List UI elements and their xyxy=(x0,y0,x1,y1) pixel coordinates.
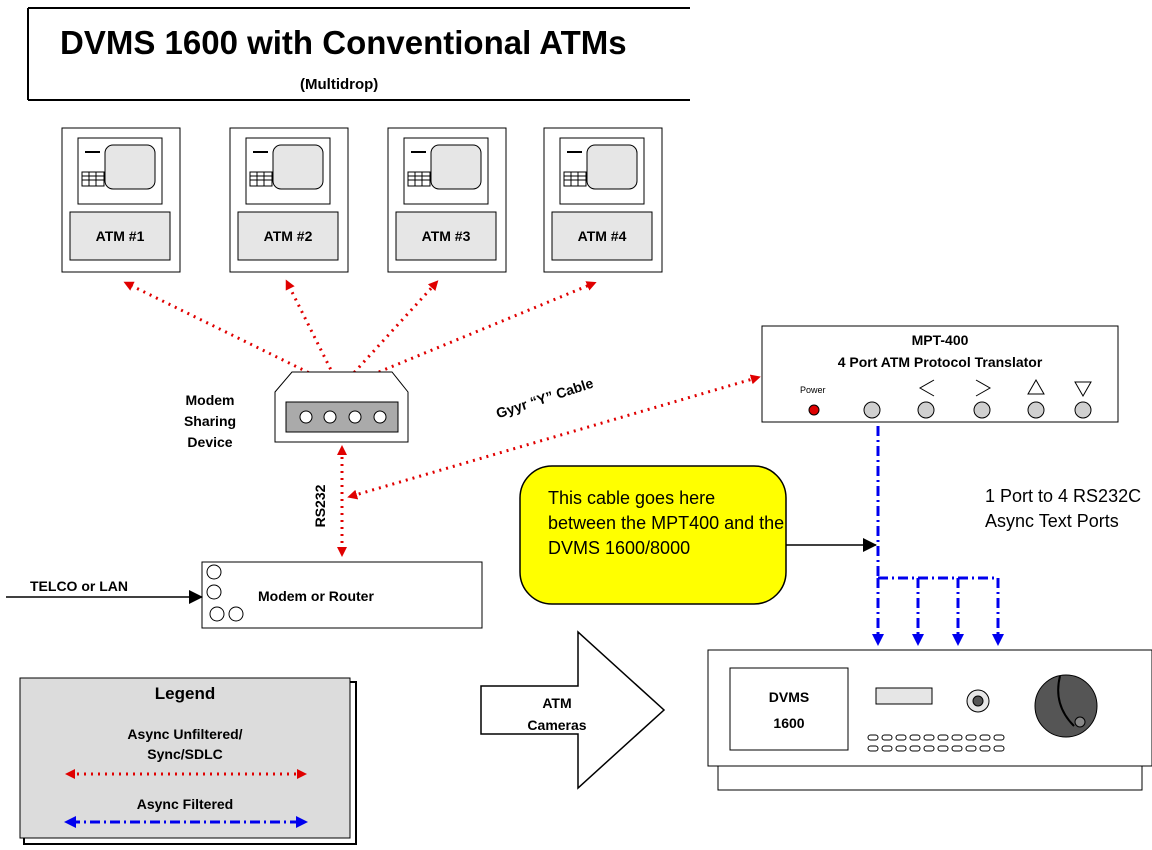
atm-1-box xyxy=(61,127,181,273)
atm-3-label: ATM #3 xyxy=(421,228,471,244)
title-frame xyxy=(27,7,690,101)
callout-text: This cable goes here between the MPT400 … xyxy=(548,488,785,558)
atm-cameras-label: ATM Cameras xyxy=(527,695,587,733)
mpt-400-description: 4 Port ATM Protocol Translator xyxy=(837,354,1043,370)
callout-bubble xyxy=(519,465,787,605)
port-note: 1 Port to 4 RS232C Async Text Ports xyxy=(985,486,1142,531)
dvms-button-rows xyxy=(867,734,1005,752)
page-subtitle: (Multidrop) xyxy=(300,76,379,93)
atm-4-label: ATM #4 xyxy=(577,228,627,244)
atm-1-label: ATM #1 xyxy=(95,228,145,244)
telco-lan-label: TELCO or LAN xyxy=(30,578,128,594)
legend-title: Legend xyxy=(154,684,216,703)
atm-connection-lines xyxy=(123,279,597,390)
power-label: Power xyxy=(800,385,826,395)
atm-2-label: ATM #2 xyxy=(263,228,313,244)
rs232-label: RS232 xyxy=(312,484,328,528)
legend-box xyxy=(19,677,357,845)
atm-3-box xyxy=(387,127,507,273)
legend-filtered-label: Async Filtered xyxy=(136,796,234,812)
mpt-400-name: MPT-400 xyxy=(911,332,969,348)
modem-sharing-device xyxy=(274,371,409,443)
modem-sharing-label: Modem Sharing Device xyxy=(183,392,237,450)
modem-router-label: Modem or Router xyxy=(258,588,374,604)
modem-router-box xyxy=(201,561,483,629)
dvms-label: DVMS 1600 xyxy=(768,689,810,731)
legend-unfiltered-label: Async Unfiltered/ Sync/SDLC xyxy=(127,726,243,762)
atm-4-box xyxy=(543,127,663,273)
atm-cameras-arrow xyxy=(480,630,666,790)
gyyr-y-cable-line xyxy=(347,374,761,500)
atm-2-box xyxy=(229,127,349,273)
mpt-400-box xyxy=(761,325,1119,423)
async-filtered-lines xyxy=(872,426,1004,646)
page-title: DVMS 1600 with Conventional ATMs xyxy=(60,24,627,61)
